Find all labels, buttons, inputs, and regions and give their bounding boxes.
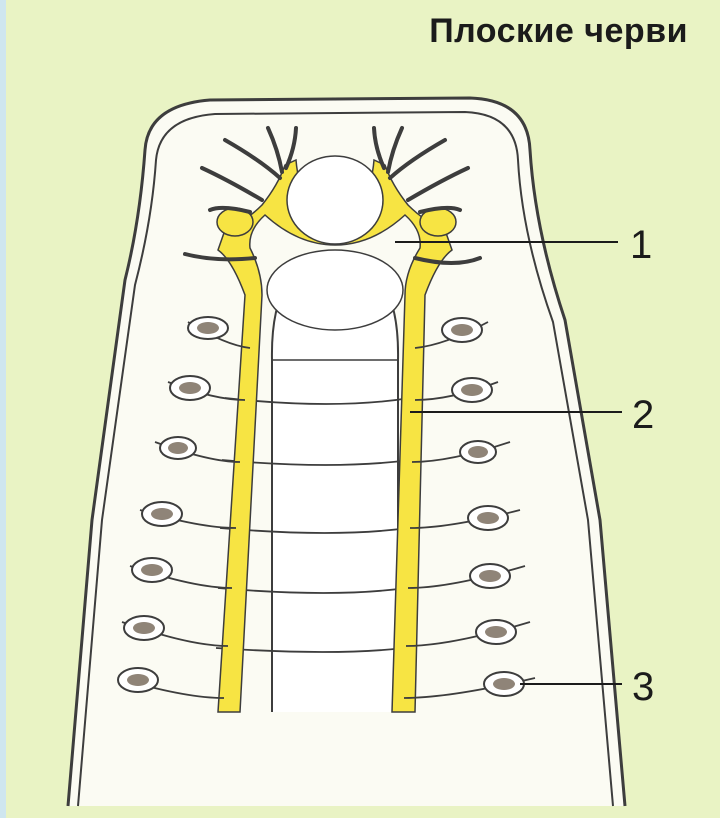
label-3: 3 [632,665,654,709]
brain-gap [287,156,383,244]
pharynx-top [267,250,403,330]
label-2: 2 [632,393,654,437]
label-1: 1 [630,223,652,267]
